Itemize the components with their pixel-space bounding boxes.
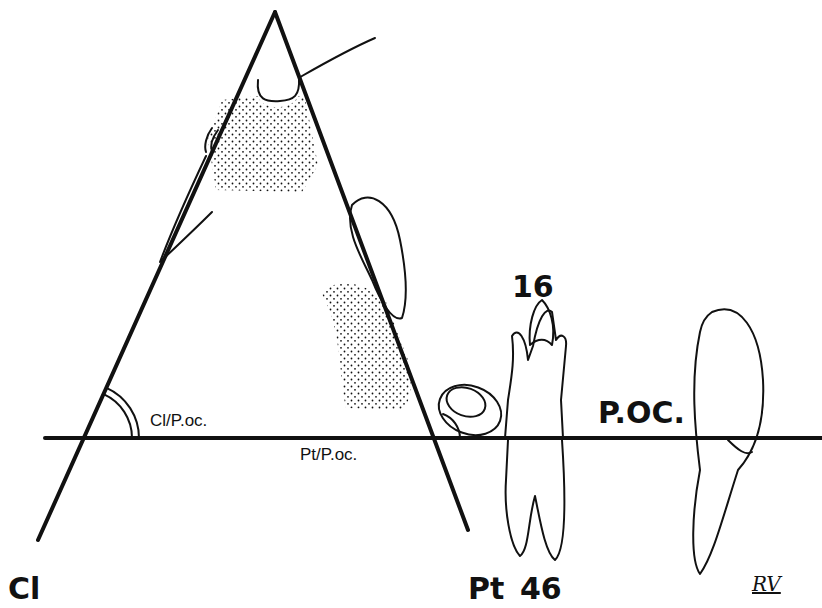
cl-line [38,12,275,540]
angle-label: Pt/P.oc. [300,446,357,463]
incisor [693,309,763,574]
angle-arc [443,414,460,438]
angle-arc [104,394,132,438]
stippled-region [208,96,318,192]
tooth-number: 16 [512,272,554,302]
lower-molar [506,440,565,560]
plane-label: P.OC. [598,398,685,428]
point-label: Pt [468,574,504,604]
pt-line [275,12,468,530]
tooth-germ-outline [350,198,406,319]
sella-outline [258,78,299,101]
tooth-number: 46 [520,574,562,604]
reference-line [299,38,375,78]
signature: RV [752,574,781,594]
incisor-edge [728,440,752,453]
occlusal-plane [45,436,822,440]
pterygomaxillary-fissure [322,283,411,410]
angle-arc [107,388,140,438]
point-label: Cl [8,574,40,604]
upper-molar [505,310,566,438]
molar-bud [432,377,509,444]
molar-bud-crown [442,382,489,422]
tooth-germ [530,300,554,345]
angle-label: Cl/P.oc. [150,412,207,429]
